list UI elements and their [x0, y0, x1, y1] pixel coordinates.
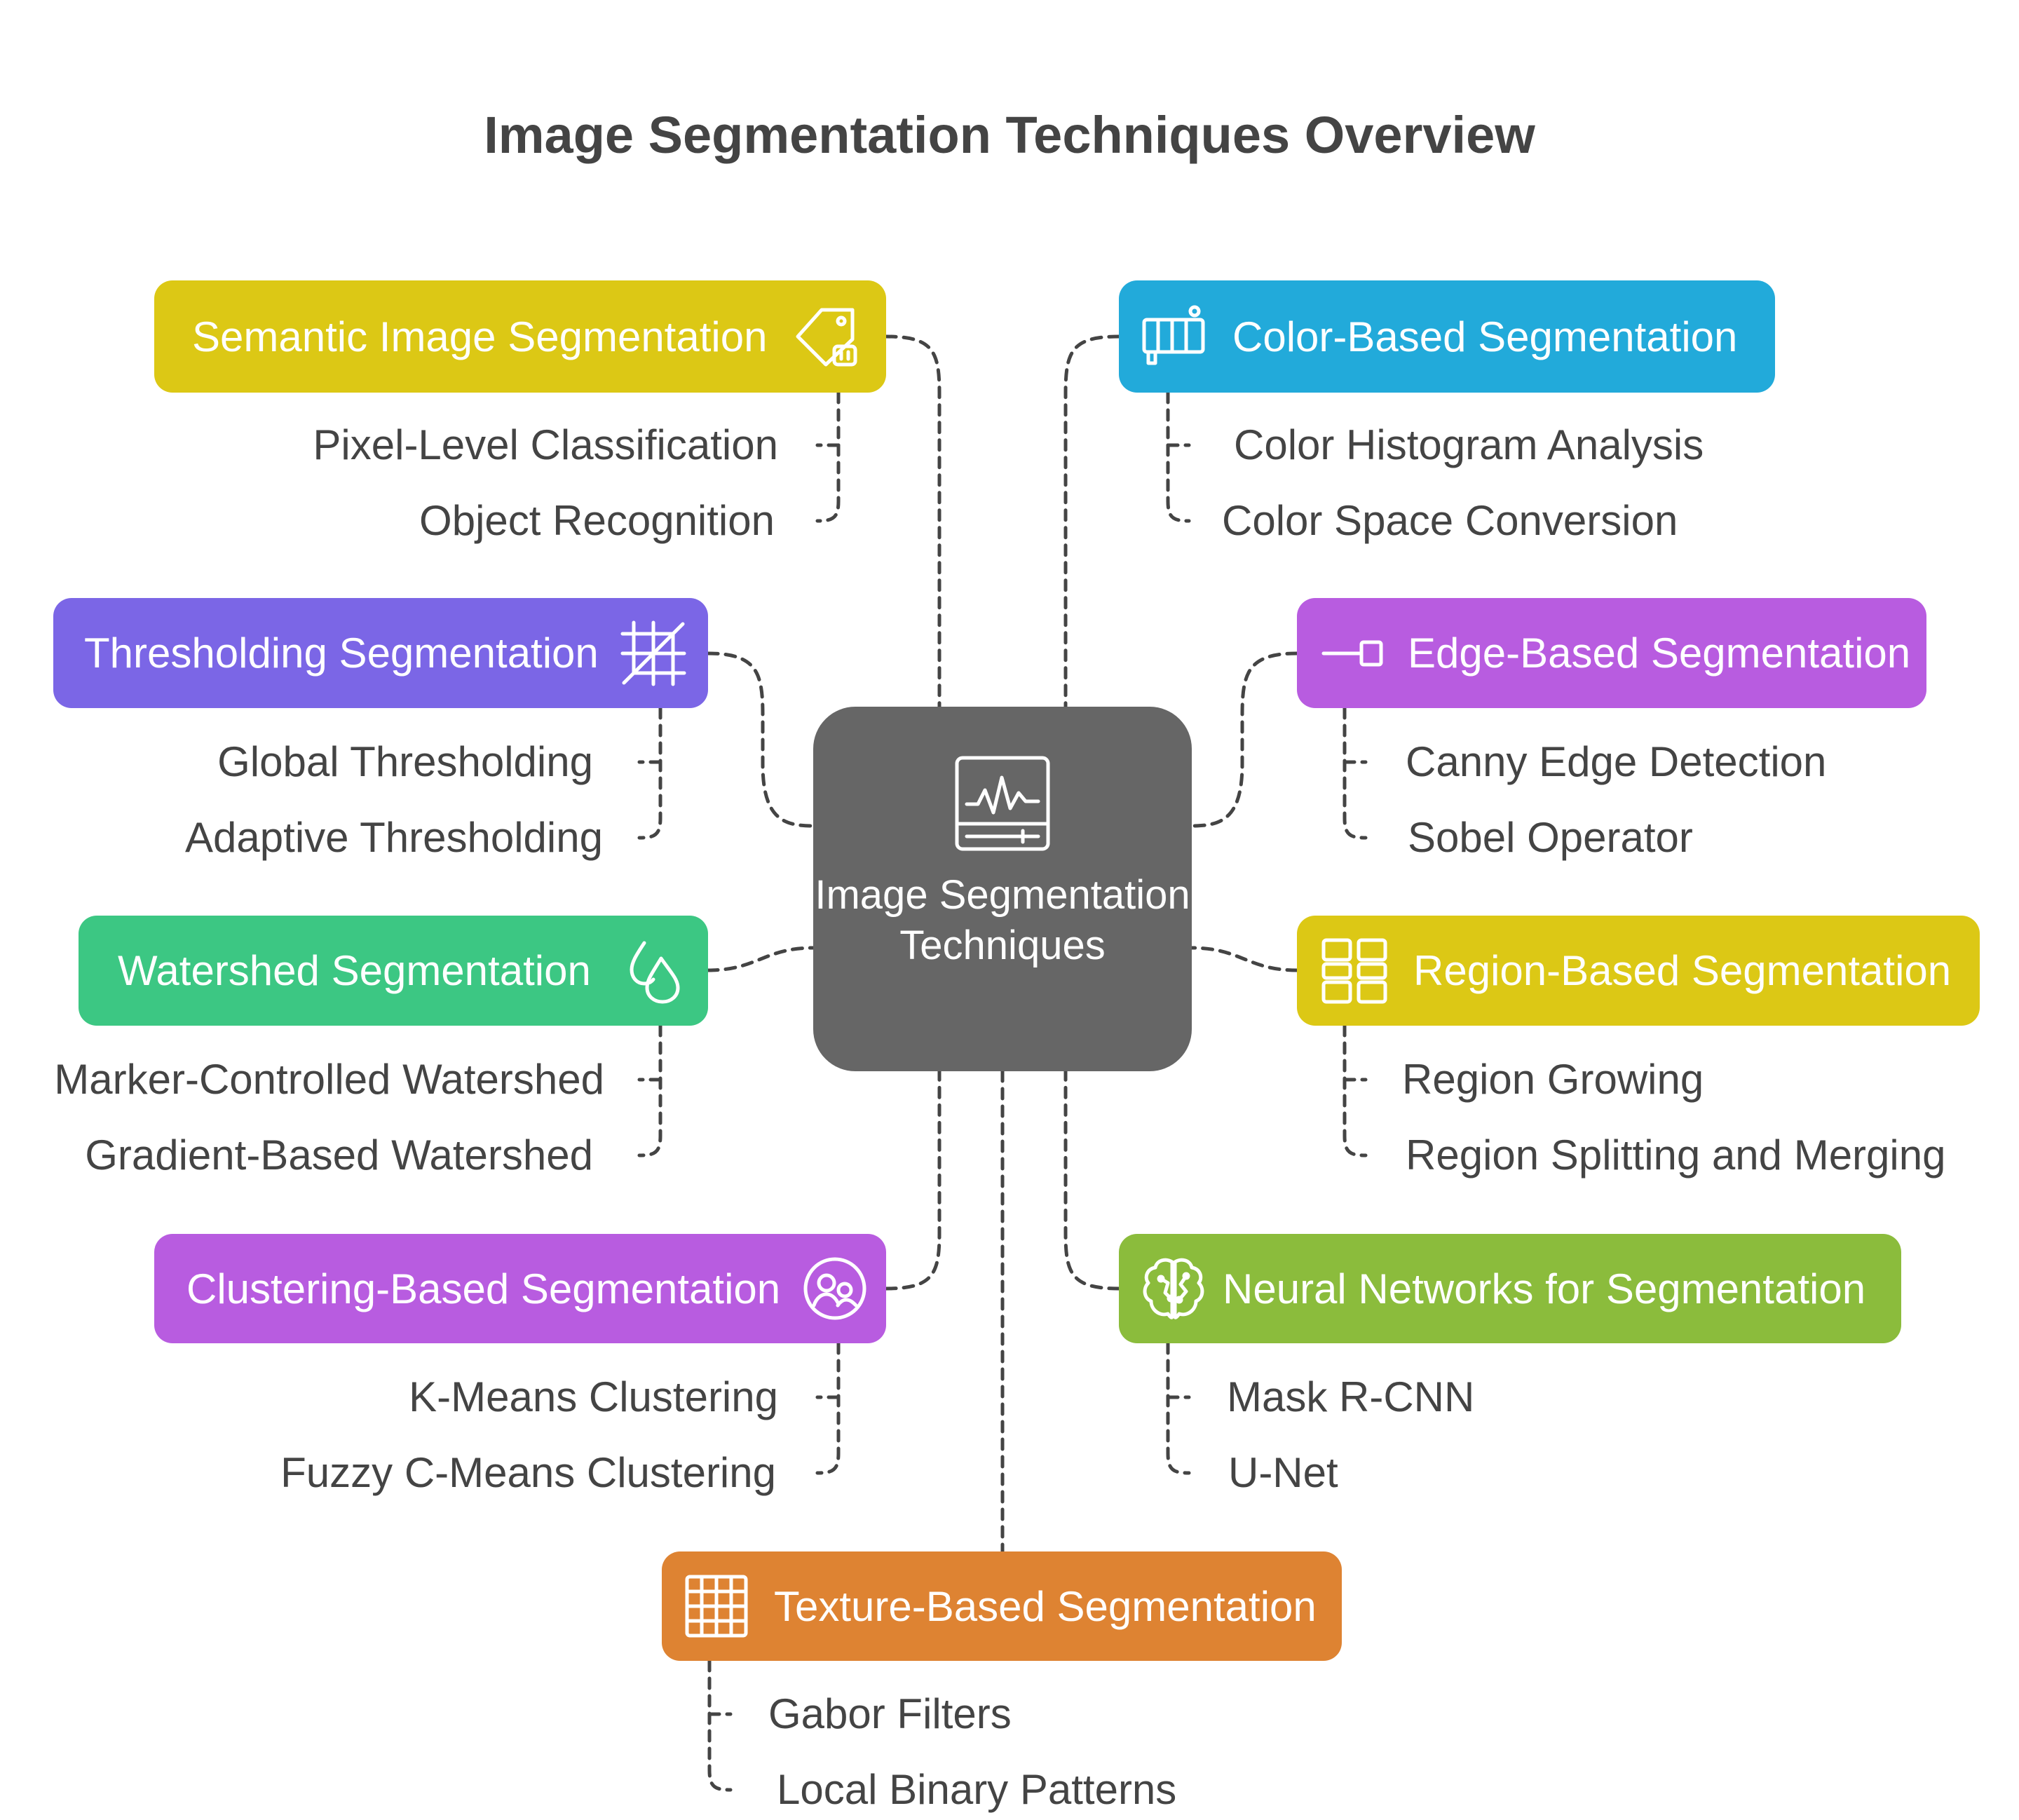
connector-semantic	[884, 334, 941, 709]
monitor-waveform-icon	[953, 754, 1052, 857]
subitem-fuzzy-c-means-clustering: Fuzzy C-Means Clustering	[280, 1449, 776, 1496]
category-label-texture: Texture-Based Segmentation	[774, 1582, 1317, 1630]
category-region[interactable]: Region-Based Segmentation	[1297, 916, 1980, 1026]
page-title: Image Segmentation Techniques Overview	[484, 106, 1535, 164]
subitem-gabor-filters: Gabor Filters	[768, 1690, 1012, 1737]
subconnector-semantic-spine	[815, 391, 841, 523]
subitem-local-binary-patterns: Local Binary Patterns	[777, 1766, 1177, 1813]
category-color[interactable]: Color-Based Segmentation	[1119, 280, 1775, 393]
subitem-sobel-operator: Sobel Operator	[1408, 814, 1693, 861]
subitem-canny-edge-detection: Canny Edge Detection	[1406, 738, 1827, 785]
texture-grid-icon	[683, 1573, 750, 1640]
category-edge[interactable]: Edge-Based Segmentation	[1297, 598, 1926, 708]
connector-color	[1063, 334, 1121, 709]
subconnector-watershed-spine	[637, 1024, 662, 1157]
category-cluster[interactable]: Clustering-Based Segmentation	[154, 1234, 886, 1343]
droplets-icon	[627, 937, 684, 1005]
subconnector-texture-spine	[707, 1659, 733, 1792]
category-label-edge: Edge-Based Segmentation	[1408, 630, 1911, 677]
subconnector-region-spine	[1342, 1024, 1368, 1157]
category-label-semantic: Semantic Image Segmentation	[192, 313, 768, 360]
subitem-global-thresholding: Global Thresholding	[217, 738, 593, 785]
line-node-icon	[1321, 632, 1384, 674]
subitem-marker-controlled-watershed: Marker-Controlled Watershed	[54, 1056, 604, 1103]
crop-grid-icon	[620, 620, 687, 687]
connector-threshold	[706, 651, 815, 828]
subconnector-color-spine	[1166, 391, 1191, 523]
tag-icon	[794, 303, 861, 370]
subitem-object-recognition: Object Recognition	[419, 497, 775, 544]
subconnector-threshold-spine	[637, 706, 662, 840]
category-label-cluster: Clustering-Based Segmentation	[186, 1265, 781, 1312]
subitem-adaptive-thresholding: Adaptive Thresholding	[185, 814, 603, 861]
subitem-color-histogram-analysis: Color Histogram Analysis	[1234, 421, 1704, 468]
subitem-color-space-conversion: Color Space Conversion	[1222, 497, 1678, 544]
subitem-k-means-clustering: K-Means Clustering	[409, 1373, 778, 1420]
subitem-gradient-based-watershed: Gradient-Based Watershed	[85, 1132, 593, 1179]
center-node: Image Segmentation Techniques	[813, 707, 1192, 1071]
category-label-threshold: Thresholding Segmentation	[84, 630, 599, 677]
subitem-region-growing: Region Growing	[1402, 1056, 1704, 1103]
users-circle-icon	[801, 1255, 869, 1322]
subconnector-neural-spine	[1166, 1341, 1191, 1475]
brain-icon	[1140, 1255, 1207, 1322]
subconnector-edge-spine	[1342, 706, 1368, 840]
category-threshold[interactable]: Thresholding Segmentation	[53, 598, 708, 708]
subitem-region-splitting-and-merging: Region Splitting and Merging	[1406, 1132, 1946, 1179]
category-neural[interactable]: Neural Networks for Segmentation	[1119, 1234, 1901, 1343]
category-watershed[interactable]: Watershed Segmentation	[79, 916, 708, 1026]
connector-cluster	[884, 1069, 941, 1291]
connector-edge	[1190, 651, 1299, 828]
category-label-watershed: Watershed Segmentation	[118, 947, 591, 994]
grid-blocks-icon	[1321, 937, 1388, 1005]
subitem-u-net: U-Net	[1228, 1449, 1338, 1496]
category-semantic[interactable]: Semantic Image Segmentation	[154, 280, 886, 393]
center-label: Image Segmentation Techniques	[815, 872, 1190, 968]
category-label-neural: Neural Networks for Segmentation	[1223, 1265, 1866, 1312]
subitem-pixel-level-classification: Pixel-Level Classification	[313, 421, 778, 468]
connector-region	[1190, 946, 1299, 972]
connector-watershed	[706, 946, 815, 972]
subitem-mask-r-cnn: Mask R-CNN	[1227, 1373, 1475, 1420]
category-texture[interactable]: Texture-Based Segmentation	[662, 1551, 1342, 1661]
connector-neural	[1063, 1069, 1121, 1291]
category-label-region: Region-Based Segmentation	[1413, 947, 1952, 994]
subconnector-cluster-spine	[815, 1341, 841, 1475]
category-label-color: Color-Based Segmentation	[1232, 313, 1738, 360]
color-palette-icon	[1140, 303, 1207, 370]
